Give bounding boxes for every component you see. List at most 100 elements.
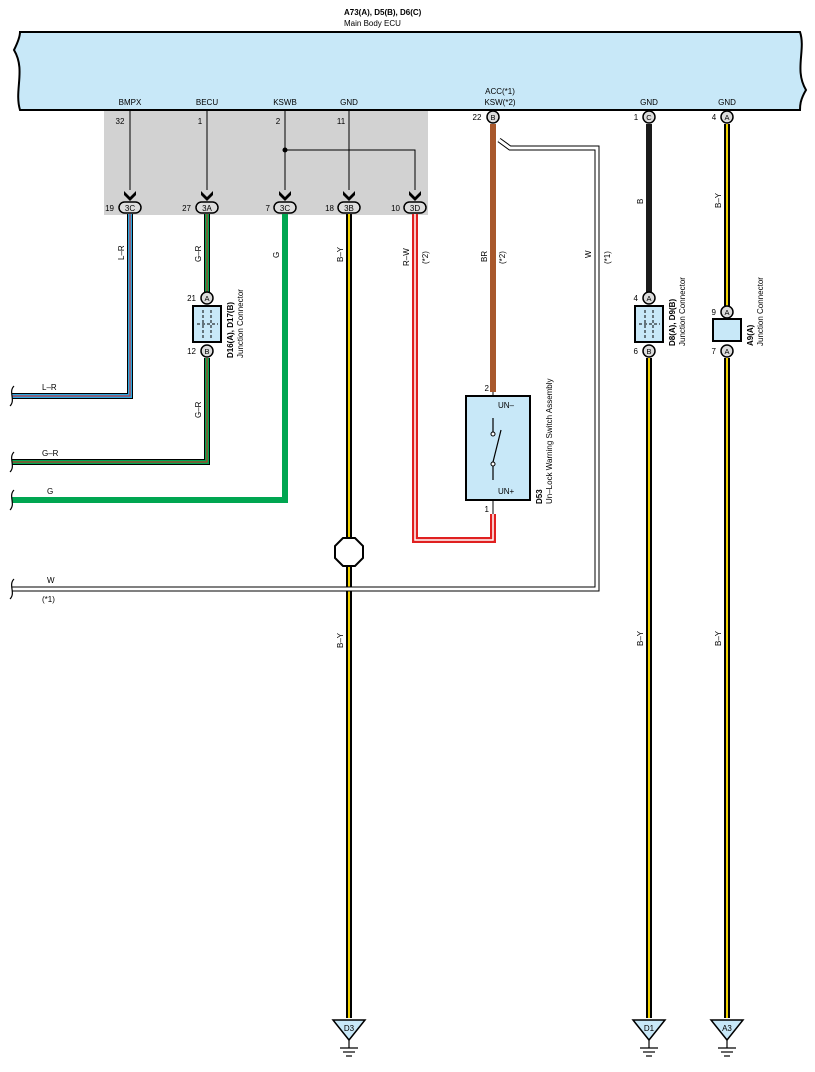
ground-code-d1: D1 [644, 1024, 655, 1033]
d16-d17-connector [192, 291, 222, 358]
ecu-connector-ids: A73(A), D5(B), D6(C) [344, 8, 422, 17]
ecu-conn-b-circle [486, 110, 500, 124]
a9-desc: Junction Connector [756, 277, 765, 346]
junction-pin-num-18: 18 [325, 204, 334, 213]
ecu-pin-num-32: 32 [116, 117, 125, 126]
switch-un-minus: UN– [498, 401, 515, 410]
main-body-ecu-box [12, 31, 808, 111]
ecu-name: Main Body ECU [344, 19, 401, 28]
a9-top-conn: A [724, 308, 729, 317]
wire-g-r-lower [12, 358, 210, 465]
wire-label-l-r: L–R [117, 245, 126, 260]
ecu-pin-label-bmpx: BMPX [119, 98, 142, 107]
a9-bottom-conn: A [724, 347, 729, 356]
junction-pin-num-7: 7 [266, 204, 271, 213]
junction-code-3b: 3B [344, 204, 354, 213]
wire-label-b-y-a-lower: B–Y [714, 630, 723, 646]
junction-pin-num-27: 27 [182, 204, 191, 213]
junction-pin-num-19: 19 [105, 204, 114, 213]
exit-label-l-r: L–R [42, 383, 57, 392]
ecu-pin-label-gnd-11: GND [340, 98, 358, 107]
d16-bottom-pin: 12 [187, 347, 196, 356]
ecu-pin-num-11: 11 [337, 117, 346, 126]
junction-code-3d: 3D [410, 204, 420, 213]
ground-code-a3: A3 [722, 1024, 732, 1033]
ecu-pin-label-kswb: KSWB [273, 98, 297, 107]
junction-code-3a: 3A [202, 204, 212, 213]
ecu-pin-num-4a: 4 [712, 113, 717, 122]
ecu-pin-num-22: 22 [473, 113, 482, 122]
junction-code-3c-b: 3C [280, 204, 290, 213]
exit-note-w: (*1) [42, 595, 55, 604]
exit-label-g-r: G–R [42, 449, 59, 458]
ecu-conn-a: A [724, 113, 729, 122]
d16-bottom-conn: B [204, 347, 209, 356]
d16-desc: Junction Connector [236, 289, 245, 358]
exit-label-g: G [47, 487, 53, 496]
wire-label-br: BR [480, 251, 489, 262]
wire-note-w: (*1) [603, 251, 612, 264]
ecu-conn-c-circle [642, 110, 656, 124]
wire-note-r-w: (*2) [421, 251, 430, 264]
d53-name: Un–Lock Warning Switch Assembly [545, 378, 554, 504]
ecu-pin-label-acc: ACC(*1) [485, 87, 515, 96]
ecu-conn-b: B [490, 113, 495, 122]
wire-label-g-r-lower: G–R [194, 401, 203, 418]
a9-top-pin: 9 [712, 308, 717, 317]
ecu-pin-num-2: 2 [276, 117, 281, 126]
junction-block [104, 111, 428, 215]
wire-label-b-y-lower: B–Y [336, 632, 345, 648]
d8-desc: Junction Connector [678, 277, 687, 346]
ground-a3 [709, 1019, 745, 1057]
d8-top-conn: A [646, 294, 651, 303]
wire-label-g: G [272, 252, 281, 258]
wire-label-b-y-d8: B–Y [636, 630, 645, 646]
switch-un-plus: UN+ [498, 487, 515, 496]
wire-label-b-y-a-upper: B–Y [714, 192, 723, 208]
ecu-pin-num-1c: 1 [634, 113, 639, 122]
junction-code-3c-a: 3C [125, 204, 135, 213]
wire-note-br: (*2) [498, 251, 507, 264]
wire-label-g-r-upper: G–R [194, 245, 203, 262]
splice-octagon [334, 537, 364, 567]
d53-id: D53 [535, 489, 544, 504]
d8-d9-connector [634, 291, 664, 358]
junction-pin-oval-27 [195, 201, 219, 214]
wire-l-r [12, 214, 133, 399]
switch-pin-2: 2 [485, 384, 490, 393]
junction-pin-num-10: 10 [391, 204, 400, 213]
left-break-marks [9, 385, 15, 600]
ground-code-d3: D3 [344, 1024, 355, 1033]
ecu-pin-label-gnd-a: GND [718, 98, 736, 107]
ecu-conn-c: C [646, 113, 652, 122]
splice-point [282, 147, 288, 153]
wire-w [12, 137, 600, 592]
ecu-conn-a-circle [720, 110, 734, 124]
exit-label-w: W [47, 576, 55, 585]
junction-pin-oval-7 [273, 201, 297, 214]
wire-g [12, 214, 288, 503]
d53-switch-box [465, 392, 531, 514]
ecu-pin-label-ksw: KSW(*2) [484, 98, 515, 107]
d16-top-pin: 21 [187, 294, 196, 303]
junction-chevrons [124, 191, 421, 201]
wire-label-r-w: R–W [402, 248, 411, 266]
d8-bottom-conn: B [646, 347, 651, 356]
wire-r-w [412, 214, 496, 543]
junction-pin-oval-10 [403, 201, 427, 214]
a9-title: A9(A) [746, 324, 755, 346]
d8-bottom-pin: 6 [634, 347, 639, 356]
junction-pin-oval-18 [337, 201, 361, 214]
ecu-pin-label-gnd-c: GND [640, 98, 658, 107]
wire-label-b-y-upper: B–Y [336, 246, 345, 262]
junction-pin-oval-19 [118, 201, 142, 214]
ecu-pin-label-becu: BECU [196, 98, 218, 107]
switch-pin-1: 1 [485, 505, 490, 514]
ecu-pin-num-1: 1 [198, 117, 203, 126]
d8-top-pin: 4 [634, 294, 639, 303]
ground-d1 [631, 1019, 667, 1057]
d16-top-conn: A [204, 294, 209, 303]
ground-d3 [331, 1019, 367, 1057]
a9-bottom-pin: 7 [712, 347, 717, 356]
